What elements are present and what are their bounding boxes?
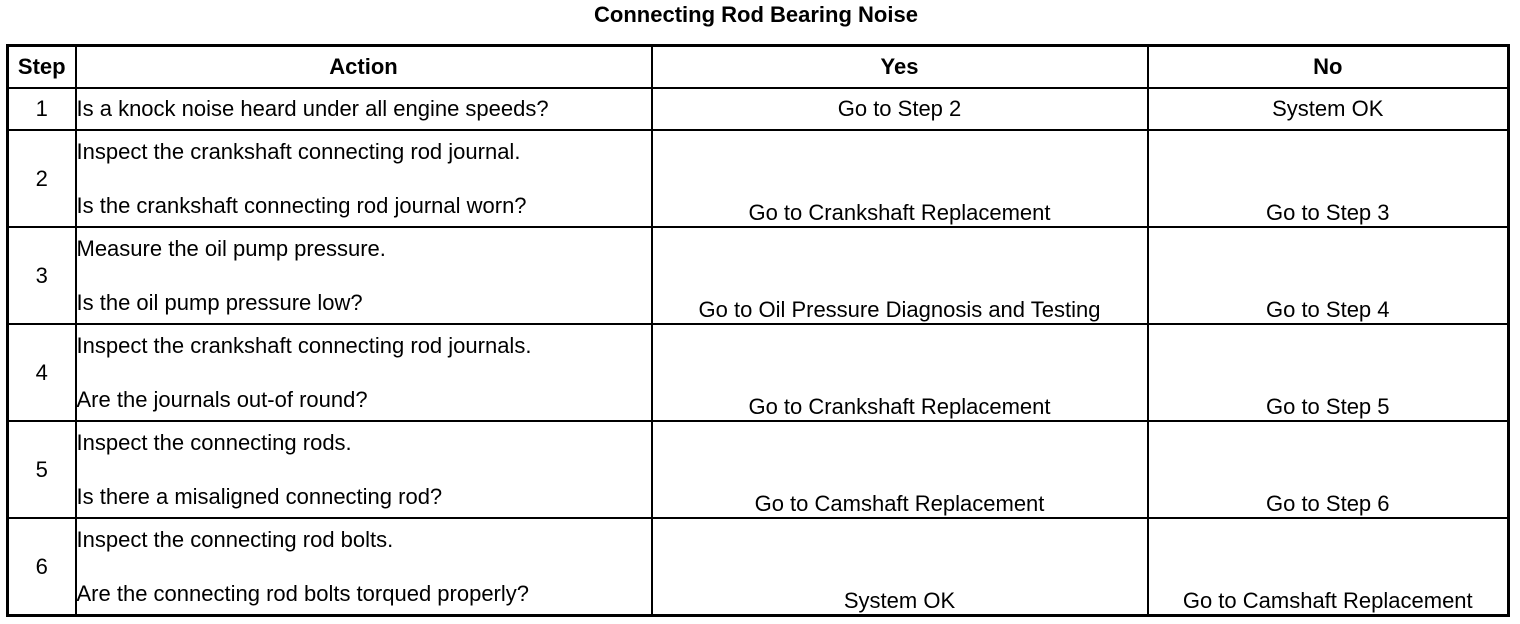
diagnostic-table: Step Action Yes No 1 Is a knock noise he… <box>6 44 1510 617</box>
action-cell: Is a knock noise heard under all engine … <box>74 87 653 131</box>
yes-cell: System OK <box>650 517 1149 617</box>
yes-cell: Go to Camshaft Replacement <box>650 420 1149 519</box>
no-cell: System OK <box>1146 87 1510 131</box>
step-number: 2 <box>6 129 77 228</box>
step-number: 4 <box>6 323 77 422</box>
header-action: Action <box>74 44 653 89</box>
action-question: Is the oil pump pressure low? <box>76 289 363 315</box>
header-no: No <box>1146 44 1510 89</box>
action-instruction: Inspect the connecting rod bolts. <box>76 526 394 552</box>
action-instruction: Inspect the crankshaft connecting rod jo… <box>76 138 521 164</box>
header-step: Step <box>6 44 77 89</box>
yes-cell: Go to Crankshaft Replacement <box>650 129 1149 228</box>
table-row: 1 Is a knock noise heard under all engin… <box>6 87 1510 131</box>
action-question: Are the journals out-of round? <box>76 386 368 412</box>
header-yes: Yes <box>650 44 1149 89</box>
action-instruction: Measure the oil pump pressure. <box>76 235 386 261</box>
table-row: 4 Inspect the crankshaft connecting rod … <box>6 323 1510 422</box>
no-cell: Go to Step 6 <box>1146 420 1510 519</box>
action-cell: Inspect the crankshaft connecting rod jo… <box>74 323 653 422</box>
step-number: 3 <box>6 226 77 325</box>
action-cell: Inspect the crankshaft connecting rod jo… <box>74 129 653 228</box>
table-row: 5 Inspect the connecting rods. Is there … <box>6 420 1510 519</box>
table-row: 2 Inspect the crankshaft connecting rod … <box>6 129 1510 228</box>
action-cell: Inspect the connecting rods. Is there a … <box>74 420 653 519</box>
no-cell: Go to Camshaft Replacement <box>1146 517 1510 617</box>
header-row: Step Action Yes No <box>6 44 1510 89</box>
yes-cell: Go to Crankshaft Replacement <box>650 323 1149 422</box>
table-row: 3 Measure the oil pump pressure. Is the … <box>6 226 1510 325</box>
action-question: Are the connecting rod bolts torqued pro… <box>76 580 530 606</box>
action-question: Is the crankshaft connecting rod journal… <box>76 192 527 218</box>
no-cell: Go to Step 4 <box>1146 226 1510 325</box>
yes-cell: Go to Oil Pressure Diagnosis and Testing <box>650 226 1149 325</box>
yes-cell: Go to Step 2 <box>650 87 1149 131</box>
action-question: Is there a misaligned connecting rod? <box>76 483 443 509</box>
action-cell: Measure the oil pump pressure. Is the oi… <box>74 226 653 325</box>
action-cell: Inspect the connecting rod bolts. Are th… <box>74 517 653 617</box>
action-instruction: Inspect the connecting rods. <box>76 429 352 455</box>
no-cell: Go to Step 3 <box>1146 129 1510 228</box>
step-number: 1 <box>6 87 77 131</box>
document-title: Connecting Rod Bearing Noise <box>594 2 918 27</box>
no-cell: Go to Step 5 <box>1146 323 1510 422</box>
action-instruction: Inspect the crankshaft connecting rod jo… <box>76 332 532 358</box>
action-question: Is a knock noise heard under all engine … <box>76 96 549 121</box>
step-number: 6 <box>6 517 77 617</box>
table-row: 6 Inspect the connecting rod bolts. Are … <box>6 517 1510 617</box>
step-number: 5 <box>6 420 77 519</box>
